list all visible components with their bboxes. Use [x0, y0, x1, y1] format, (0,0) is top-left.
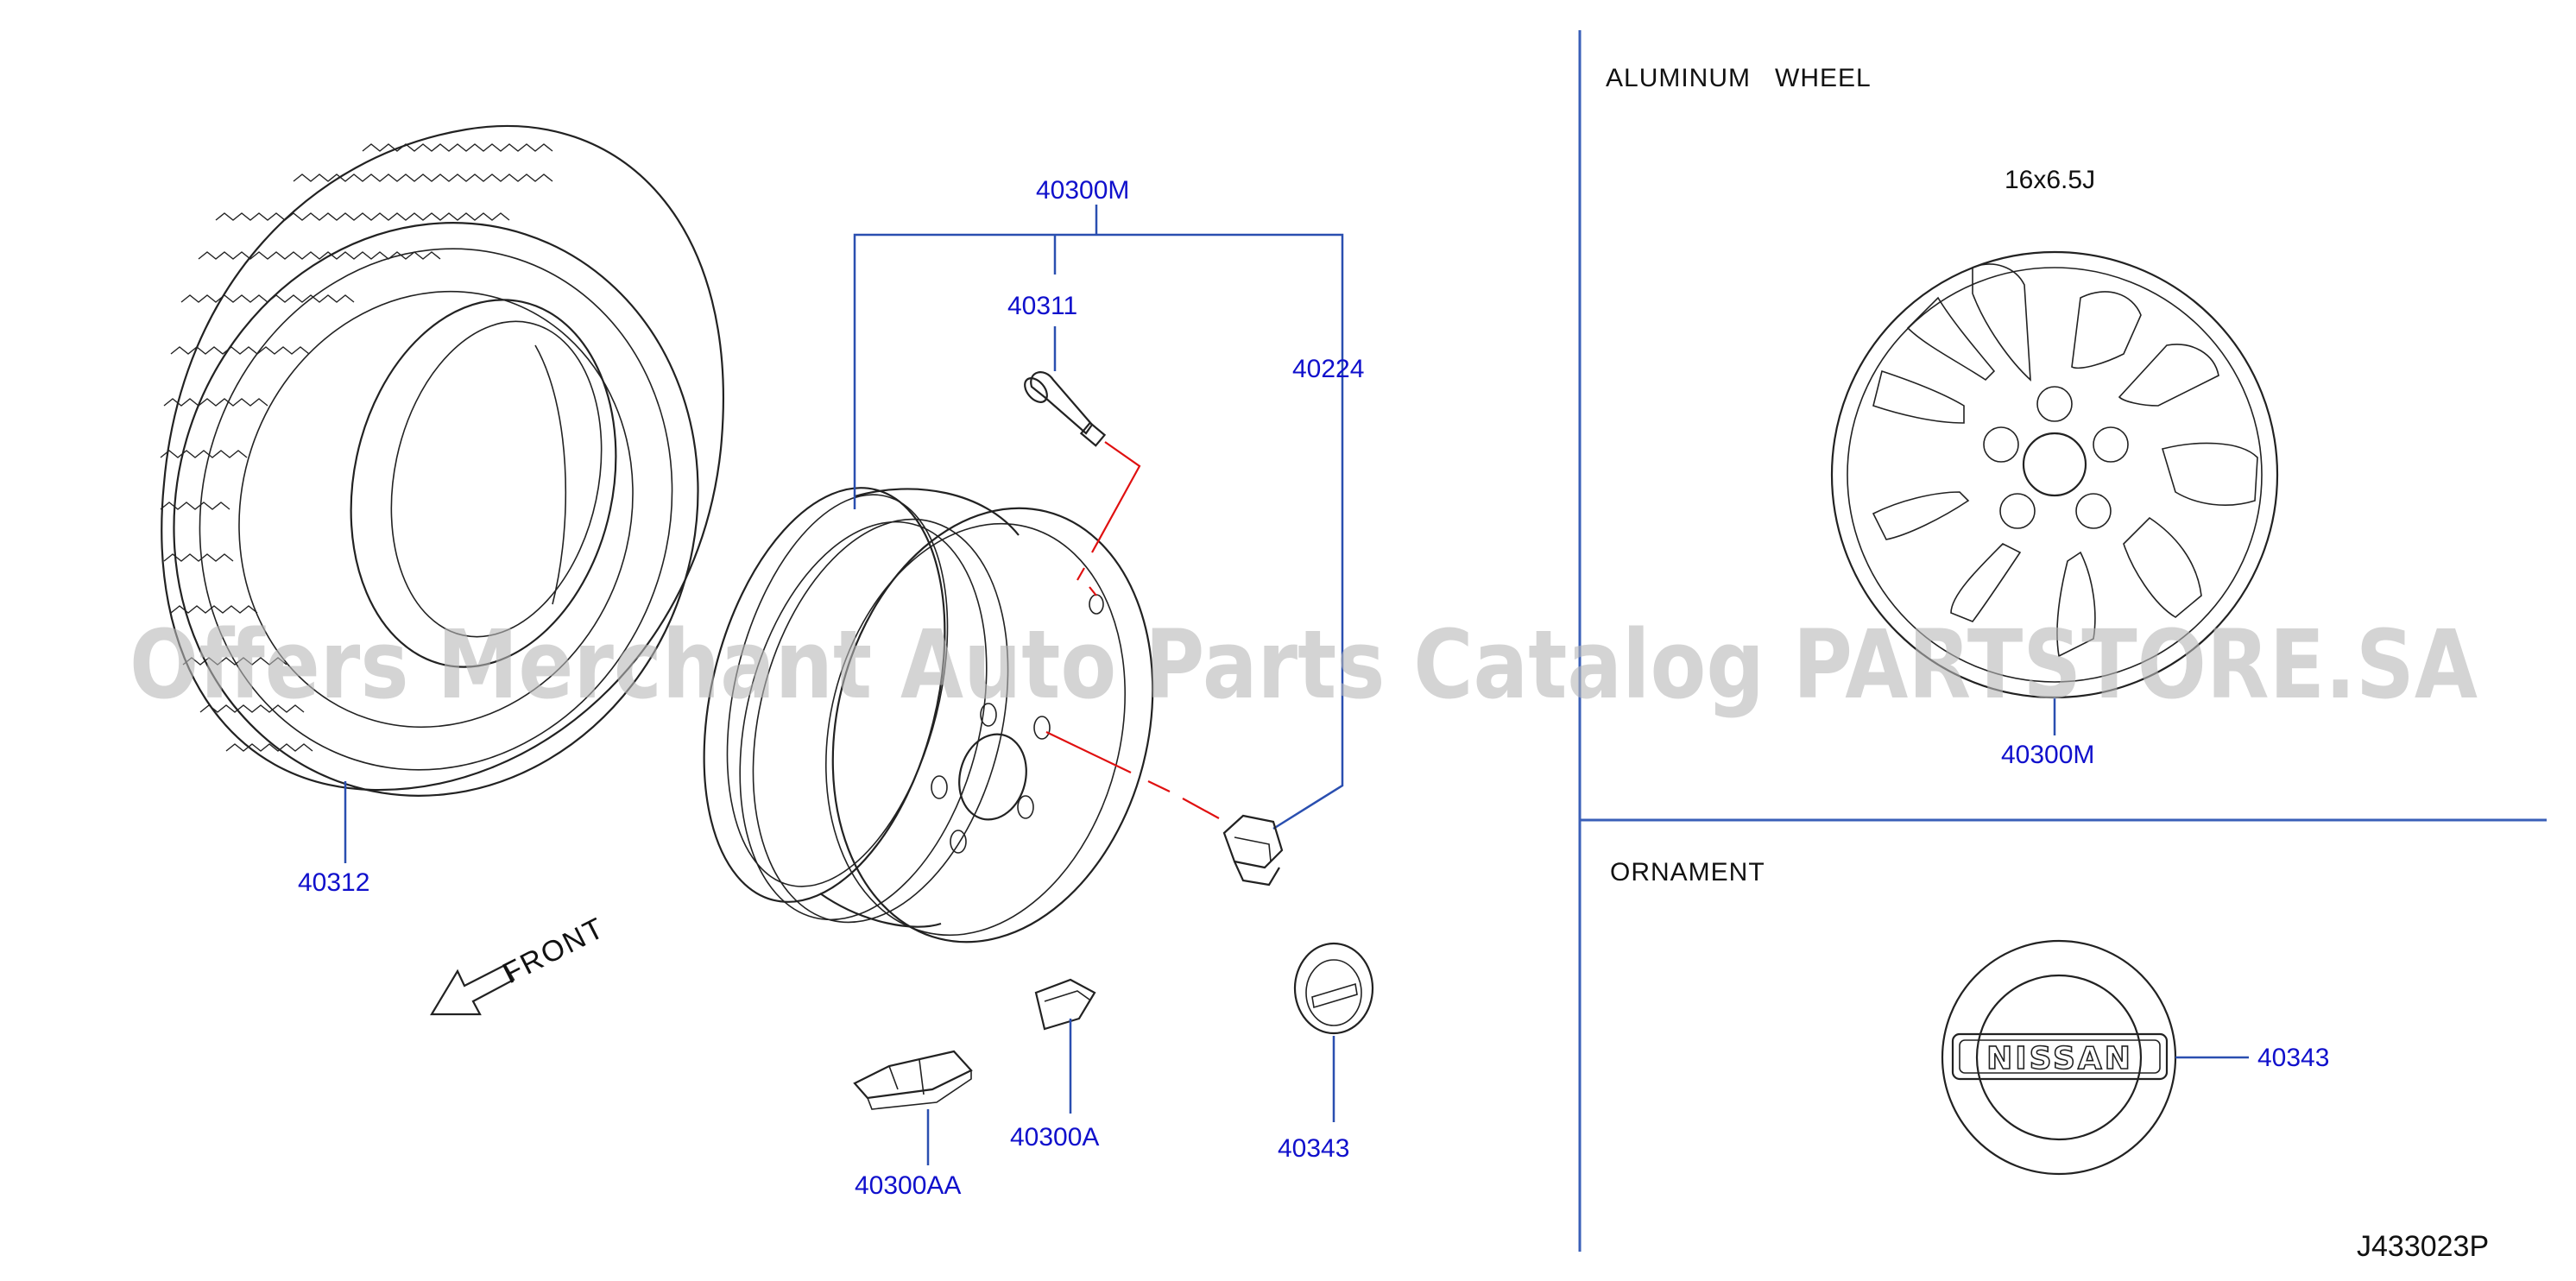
valve-guide-line: [1076, 441, 1141, 596]
watermark-text: Offers Merchant Auto Parts Catalog PARTS…: [129, 609, 2478, 720]
diagram-code: J433023P: [2357, 1230, 2489, 1263]
aluminum-wheel-drawing[interactable]: [1830, 250, 2279, 699]
part-label-tire[interactable]: 40312: [298, 868, 369, 897]
front-label: FRONT: [497, 912, 609, 991]
ornament-small-drawing[interactable]: [1293, 942, 1374, 1035]
clip-weight-drawing[interactable]: [1034, 978, 1096, 1031]
section-title-ornament: ORNAMENT: [1610, 858, 1765, 887]
part-label-ornament-small[interactable]: 40343: [1278, 1134, 1349, 1163]
nissan-badge-text: NISSAN: [1986, 1041, 2133, 1076]
bracket-wheel-assembly: [853, 233, 1344, 830]
valve-drawing[interactable]: [1020, 371, 1107, 447]
ornament-detail-drawing[interactable]: NISSAN: [1941, 939, 2177, 1176]
steel-wheel-drawing[interactable]: [665, 463, 1197, 976]
wheel-size-label: 16x6.5J: [2005, 166, 2095, 194]
part-label-wheel-assembly[interactable]: 40300M: [1036, 176, 1129, 205]
balance-weight-drawing[interactable]: [853, 1050, 973, 1110]
part-label-balance-weight[interactable]: 40300AA: [855, 1171, 961, 1200]
part-label-aluminum-wheel[interactable]: 40300M: [2001, 741, 2094, 769]
front-arrow: FRONT: [430, 912, 610, 1016]
part-label-valve[interactable]: 40311: [1007, 292, 1077, 320]
nut-drawing[interactable]: [1222, 814, 1284, 887]
part-label-nut[interactable]: 40224: [1292, 355, 1364, 383]
section-title-aluminum-wheel: ALUMINUM WHEEL: [1606, 64, 1872, 92]
part-label-clip-weight[interactable]: 40300A: [1010, 1123, 1099, 1152]
tire-drawing[interactable]: [100, 124, 772, 864]
nut-guide-line: [1045, 731, 1220, 819]
part-label-ornament-detail[interactable]: 40343: [2257, 1044, 2329, 1072]
